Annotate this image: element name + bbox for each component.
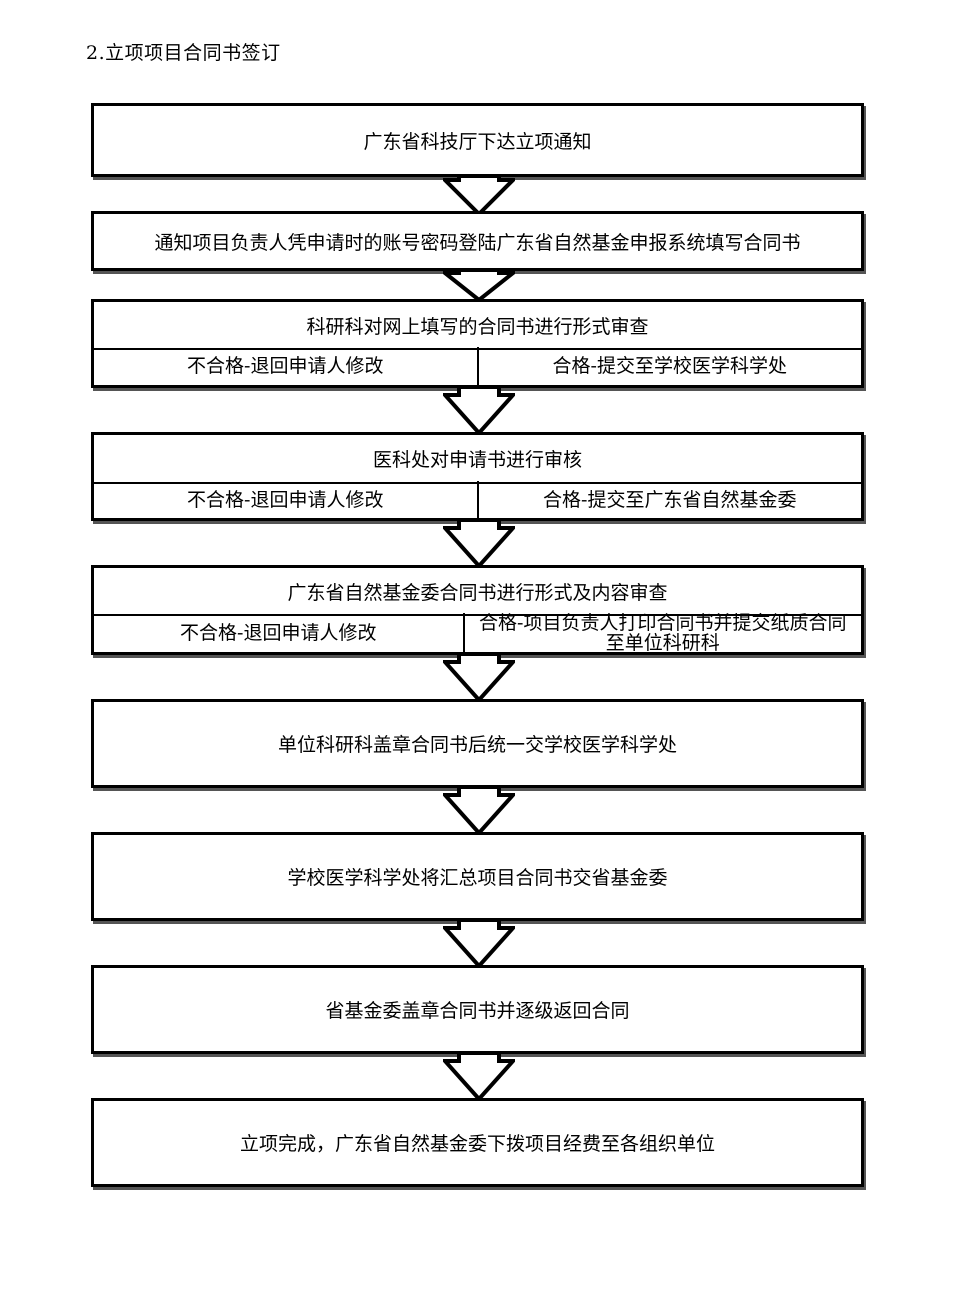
page-heading: 2.立项项目合同书签订: [86, 42, 281, 64]
step-5-box: 广东省自然基金委合同书进行形式及内容审查 不合格-退回申请人修改 合格-项目负责…: [91, 565, 864, 655]
step-1-text: 广东省科技厅下达立项通知: [363, 130, 592, 153]
step-5-title: 广东省自然基金委合同书进行形式及内容审查: [287, 581, 668, 604]
step-4-box: 医科处对申请书进行审核 不合格-退回申请人修改 合格-提交至广东省自然基金委: [91, 432, 864, 521]
step-1-box: 广东省科技厅下达立项通知: [91, 103, 864, 177]
step-2-box: 通知项目负责人凭申请时的账号密码登陆广东省自然基金申报系统填写合同书: [91, 211, 864, 271]
step-5-pass-cell: 合格-项目负责人打印合同书并提交纸质合同至单位科研科: [462, 611, 862, 654]
step-4-fail-cell: 不合格-退回申请人修改: [94, 481, 477, 518]
step-9-text: 立项完成，广东省自然基金委下拨项目经费至各组织单位: [239, 1133, 715, 1155]
step-4-pass-text: 合格-提交至广东省自然基金委: [543, 488, 797, 511]
step-7-text: 学校医学科学处将汇总项目合同书交省基金委: [287, 867, 668, 889]
step-4-title: 医科处对申请书进行审核: [372, 449, 582, 471]
step-3-outcomes: 不合格-退回申请人修改 合格-提交至学校医学科学处: [94, 347, 861, 385]
arrow-down-icon: [443, 385, 515, 435]
arrow-down-icon: [443, 918, 515, 968]
step-6-box: 单位科研科盖章合同书后统一交学校医学科学处: [91, 699, 864, 788]
step-5-outcomes: 不合格-退回申请人修改 合格-项目负责人打印合同书并提交纸质合同至单位科研科: [94, 611, 862, 654]
step-3-pass-cell: 合格-提交至学校医学科学处: [476, 347, 862, 385]
step-8-box: 省基金委盖章合同书并逐级返回合同: [91, 965, 864, 1054]
step-8-text: 省基金委盖章合同书并逐级返回合同: [325, 1000, 630, 1022]
step-4-title-cell: 医科处对申请书进行审核: [94, 435, 861, 484]
step-5-pass-text: 合格-项目负责人打印合同书并提交纸质合同至单位科研科: [479, 611, 847, 654]
arrow-down-icon: [443, 785, 515, 835]
step-3-title-cell: 科研科对网上填写的合同书进行形式审查: [94, 302, 861, 350]
arrow-down-icon: [443, 1051, 515, 1101]
arrow-down-icon: [443, 652, 515, 702]
arrow-down-icon: [443, 518, 515, 568]
step-3-box: 科研科对网上填写的合同书进行形式审查 不合格-退回申请人修改 合格-提交至学校医…: [91, 299, 864, 388]
step-2-text: 通知项目负责人凭申请时的账号密码登陆广东省自然基金申报系统填写合同书: [154, 231, 801, 254]
step-7-box: 学校医学科学处将汇总项目合同书交省基金委: [91, 832, 864, 921]
step-3-pass-text: 合格-提交至学校医学科学处: [552, 355, 787, 377]
arrow-down-icon: [443, 174, 515, 216]
step-9-box: 立项完成，广东省自然基金委下拨项目经费至各组织单位: [91, 1098, 864, 1187]
step-3-fail-text: 不合格-退回申请人修改: [187, 355, 384, 377]
step-5-title-cell: 广东省自然基金委合同书进行形式及内容审查: [94, 568, 861, 616]
step-3-title: 科研科对网上填写的合同书进行形式审查: [306, 315, 649, 338]
step-3-fail-cell: 不合格-退回申请人修改: [94, 347, 477, 385]
step-5-fail-cell: 不合格-退回申请人修改: [94, 613, 463, 652]
step-4-outcomes: 不合格-退回申请人修改 合格-提交至广东省自然基金委: [94, 481, 861, 518]
step-6-text: 单位科研科盖章合同书后统一交学校医学科学处: [277, 734, 677, 756]
arrow-down-icon: [443, 268, 515, 302]
step-4-pass-cell: 合格-提交至广东省自然基金委: [476, 481, 862, 518]
step-5-fail-text: 不合格-退回申请人修改: [180, 621, 377, 644]
step-4-fail-text: 不合格-退回申请人修改: [187, 488, 384, 511]
